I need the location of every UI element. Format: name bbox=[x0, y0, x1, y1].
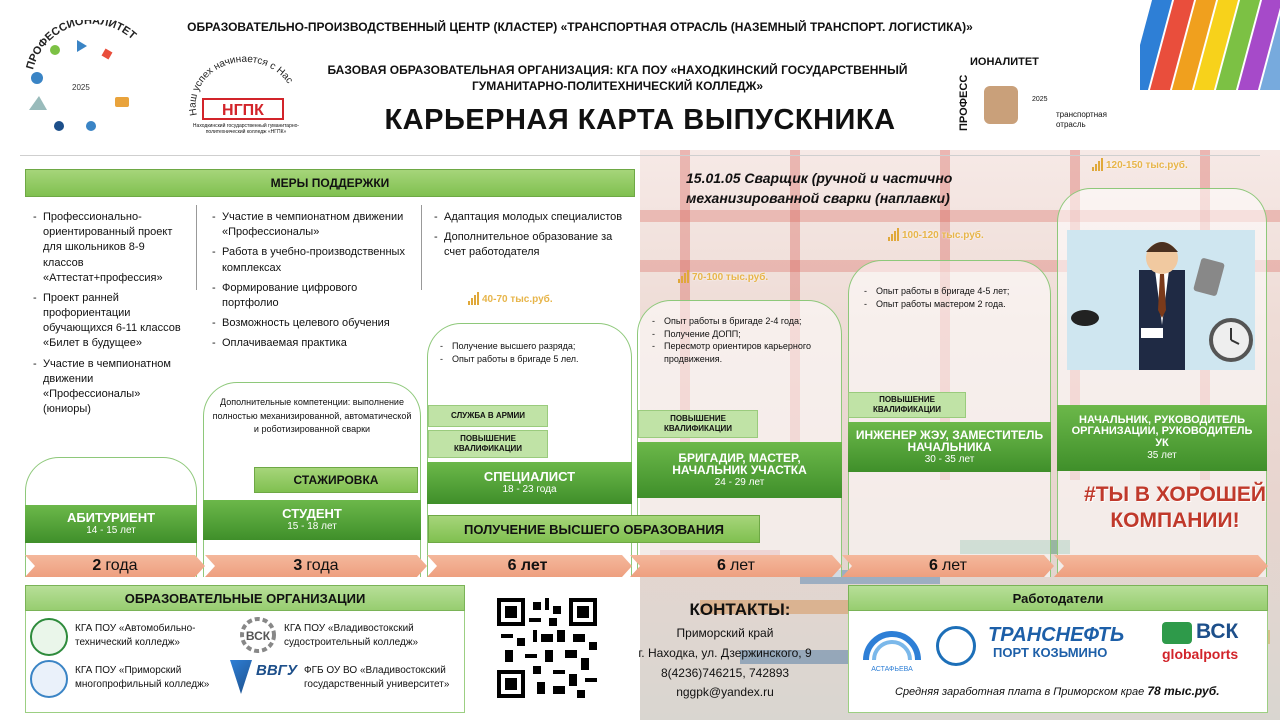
vvgu-logo: ВВГУ bbox=[230, 660, 300, 696]
astafeva-logo: АСТАФЬЕВА bbox=[856, 620, 928, 680]
svg-text:НГПК: НГПК bbox=[222, 102, 264, 119]
qr-code[interactable] bbox=[497, 598, 597, 698]
salary-director: 120-150 тыс.руб. bbox=[1092, 158, 1188, 171]
manager-illustration bbox=[1067, 230, 1255, 370]
decorative-stripes bbox=[1140, 0, 1280, 90]
contacts-details: Приморский край г. Находка, ул. Дзержинс… bbox=[610, 624, 840, 703]
professionalitet-logo-left: ПРОФЕССИОНАЛИТЕТ 2025 bbox=[15, 15, 160, 145]
education-orgs-title: ОБРАЗОВАТЕЛЬНЫЕ ОРГАНИЗАЦИИ bbox=[25, 585, 465, 611]
svg-text:ВСК: ВСК bbox=[246, 629, 271, 643]
student-extra-competences: Дополнительные компетенции: выполнение п… bbox=[212, 397, 412, 434]
org-1: КГА ПОУ «Автомобильно-технический коллед… bbox=[75, 623, 196, 648]
base-org-heading-2: ГУМАНИТАРНО-ПОЛИТЕХНИЧЕСКИЙ КОЛЛЕДЖ» bbox=[471, 79, 764, 93]
brigadier-requirements: Опыт работы в бригаде 2-4 года; Получени… bbox=[652, 315, 837, 365]
support-title: МЕРЫ ПОДДЕРЖКИ bbox=[25, 169, 635, 197]
average-salary-note: Средняя заработная плата в Приморском кр… bbox=[895, 684, 1220, 698]
duration-specialist: 6 лет bbox=[427, 555, 632, 577]
base-org-heading: БАЗОВАЯ ОБРАЗОВАТЕЛЬНАЯ ОРГАНИЗАЦИЯ: КГА… bbox=[327, 63, 908, 77]
contacts-region: Приморский край bbox=[676, 626, 774, 640]
vsk-employer-logo: ВСК bbox=[1196, 620, 1239, 643]
transneft-logo: ТРАНСНЕФТЬ bbox=[988, 624, 1125, 646]
header-divider bbox=[20, 155, 1260, 156]
internship-label: СТАЖИРОВКА bbox=[254, 467, 418, 493]
contacts-phone[interactable]: 8(4236)746215, 742893 bbox=[660, 665, 790, 680]
transneft-emblem bbox=[936, 626, 976, 666]
vsk-logo: ВСК bbox=[238, 616, 278, 654]
support-list-3: Адаптация молодых специалистов Дополните… bbox=[434, 210, 634, 266]
salary-specialist: 40-70 тыс.руб. bbox=[468, 292, 553, 305]
contacts-title: КОНТАКТЫ: bbox=[689, 600, 791, 619]
pmk-logo bbox=[30, 660, 68, 698]
salary-brigadier: 70-100 тыс.руб. bbox=[678, 270, 768, 283]
svg-text:2025: 2025 bbox=[72, 83, 90, 92]
stage-director: НАЧАЛЬНИК, РУКОВОДИТЕЛЬ ОРГАНИЗАЦИИ, РУК… bbox=[1057, 405, 1267, 471]
vsk-emblem bbox=[1162, 622, 1192, 644]
transneft-port: ПОРТ КОЗЬМИНО bbox=[993, 645, 1108, 660]
org-4: ФГБ ОУ ВО «Владивостокский государственн… bbox=[304, 665, 450, 690]
qualification-label: ПОВЫШЕНИЕ КВАЛИФИКАЦИИ bbox=[848, 392, 966, 418]
qualification-label: ПОВЫШЕНИЕ КВАЛИФИКАЦИИ bbox=[638, 410, 758, 438]
profession-title: 15.01.05 Сварщик (ручной и частично меха… bbox=[686, 170, 953, 207]
support-list-1: Профессионально-ориентированный проект д… bbox=[33, 210, 183, 422]
support-list-2: Участие в чемпионатном движении «Професс… bbox=[212, 210, 412, 356]
globalports-logo: globalports bbox=[1162, 646, 1239, 662]
org-3: КГА ПОУ «Приморский многопрофильный колл… bbox=[75, 665, 210, 690]
org-2: КГА ПОУ «Владивостокский судостроительны… bbox=[284, 623, 419, 648]
atk-logo bbox=[30, 618, 68, 656]
support-divider bbox=[421, 205, 422, 290]
duration-director bbox=[1054, 555, 1268, 577]
employers-title: Работодатели bbox=[848, 585, 1268, 611]
specialist-requirements: Получение высшего разряда; Опыт работы в… bbox=[440, 340, 625, 365]
contacts-address: г. Находка, ул. Дзержинского, 9 bbox=[638, 645, 812, 660]
college-logo: Наш успех начинается с Нас НГПК Находкин… bbox=[185, 54, 305, 145]
engineer-requirements: Опыт работы в бригаде 4-5 лет; Опыт рабо… bbox=[864, 285, 1049, 310]
higher-education-label: ПОЛУЧЕНИЕ ВЫСШЕГО ОБРАЗОВАНИЯ bbox=[428, 515, 760, 543]
cluster-heading: ОБРАЗОВАТЕЛЬНО-ПРОИЗВОДСТВЕННЫЙ ЦЕНТР (К… bbox=[187, 20, 973, 34]
professionalitet-logo-right: ПРОФЕСС ИОНАЛИТЕТ 2025 транспортная отра… bbox=[958, 56, 1107, 131]
college-full-name: Находкинский государственный гуманитарно… bbox=[192, 123, 300, 135]
army-service-label: СЛУЖБА В АРМИИ bbox=[428, 405, 548, 427]
salary-engineer: 100-120 тыс.руб. bbox=[888, 228, 984, 241]
bus-icon bbox=[984, 86, 1018, 124]
page-title: КАРЬЕРНАЯ КАРТА ВЫПУСКНИКА bbox=[384, 104, 896, 136]
support-divider bbox=[196, 205, 197, 290]
contacts-email[interactable]: nggpk@yandex.ru bbox=[676, 685, 774, 700]
stage-frame-engineer bbox=[848, 260, 1051, 577]
qualification-label: ПОВЫШЕНИЕ КВАЛИФИКАЦИИ bbox=[428, 430, 548, 458]
